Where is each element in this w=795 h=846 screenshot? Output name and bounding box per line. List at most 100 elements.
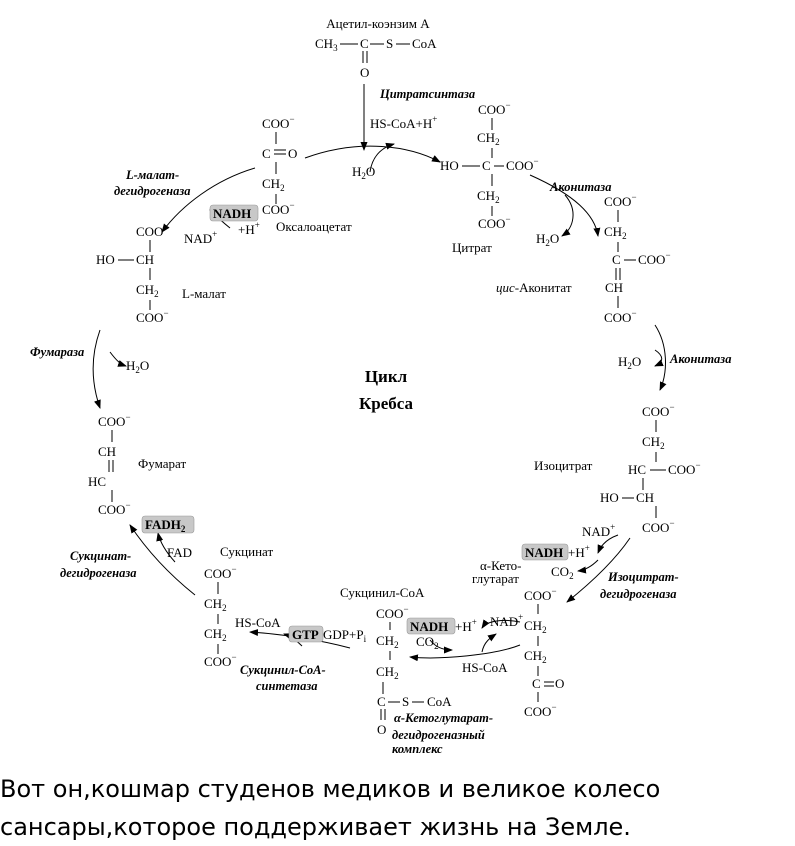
compound-citrate: COO− CH2 HO C COO− CH2 COO− Цитрат [440,100,539,255]
acetyl-o: O [360,65,369,80]
ketoglutarate-coo-top: COO− [524,586,557,603]
succinate-coo-top: COO− [204,564,237,581]
arc-hscoa-in [481,633,497,653]
compound-oxaloacetate: COO− C O CH2 COO− Оксалоацетат [262,114,352,234]
succinate-coo-bottom: COO− [204,652,237,669]
aconitate-label: цис-Аконитат [496,280,572,295]
cofactor-h2o-citrate: H2O [352,164,375,181]
cofactor-nad-malate: NAD+ [184,229,217,246]
enzyme-fumarase: Фумараза [30,345,84,359]
cycle-title-line-1: Цикл [365,367,408,386]
succinylcoa-ch2-2: CH2 [376,664,399,681]
succinylcoa-coa: CoA [427,694,452,709]
citrate-ch2-bottom: CH2 [477,188,500,205]
cofactor-h2o-aconitase-1: H2O [536,231,559,248]
arc-aconitase-h2o-in [654,349,664,367]
compound-succinyl-coa: Сукцинил-CoA COO− CH2 CH2 C S CoA O [340,585,452,737]
arrow-succinate-to-fumarate [129,524,196,596]
cofactor-nad-ketoglutarate: NAD+ [490,612,523,629]
succinylcoa-coo: COO− [376,604,409,621]
cofactor-h2o-fumarase: H2O [126,358,149,375]
fumarate-hc: HC [88,474,106,489]
arc-hscoa-out [369,142,395,173]
succinylcoa-o: O [377,722,386,737]
acetyl-s: S [386,36,393,51]
krebs-cycle-diagram: Цикл Кребса Ацетил-коэнзим А CH3 C S CoA… [30,16,731,756]
arrow-isocitrate-to-ketoglutarate [566,537,631,603]
caption-line-2: сансары,которое поддерживает жизнь на Зе… [0,813,631,841]
arc-nadh-isocitrate [597,534,619,554]
arc-fumarase-h2o [109,351,127,367]
arc-nadh-ketoglutarate [481,619,521,629]
succinylcoa-label: Сукцинил-CoA [340,585,425,600]
succinate-ch2-1: CH2 [204,596,227,613]
cofactor-hscoa-h: HS-CoA+H+ [370,114,437,131]
arrow-oxaloacetate-to-malate [161,167,256,233]
enzyme-akg-dh-1: α-Кетоглутарат- [394,711,493,725]
ketoglutarate-c: C [532,676,541,691]
acetyl-coa-label: Ацетил-коэнзим А [326,16,430,31]
ketoglutarate-label-2: глутарат [472,571,519,586]
aconitate-c: C [612,252,621,267]
isocitrate-ho: HO [600,490,619,505]
citrate-coo-bottom: COO− [478,214,511,231]
oxaloacetate-coo-bottom: COO− [262,200,295,217]
caption-line-1: Вот он,кошмар студенов медиков и великое… [0,775,661,803]
arrow-oxaloacetate-to-citrate [304,145,441,163]
ketoglutarate-coo-bottom: COO− [524,702,557,719]
arrow-citrate-to-aconitate [529,174,601,237]
cofactor-hscoa-succinyl: HS-CoA [235,615,281,630]
malate-label: L-малат [182,286,226,301]
compound-acetyl-coa: Ацетил-коэнзим А CH3 C S CoA O [315,16,437,80]
isocitrate-coo-mid: COO− [668,460,701,477]
cofactor-h-ketoglutarate: +H+ [455,617,477,634]
cofactor-co2-isocitrate: CO2 [551,564,574,581]
enzyme-isocitrate-dh-1: Изоцитрат- [607,570,679,584]
malate-ho: HO [96,252,115,267]
aconitate-coo-mid: COO− [638,250,671,267]
citrate-ch2-top: CH2 [477,130,500,147]
gtp-highlight [288,625,324,643]
cycle-title-line-2: Кребса [359,394,414,413]
ketoglutarate-o: O [555,676,564,691]
nadh-malate-highlight [209,204,259,222]
ketoglutarate-label-1: α-Кето- [480,558,521,573]
cofactor-h-malate: +H+ [238,220,260,237]
aconitate-name: Аконитат [519,280,572,295]
aconitate-coo-top: COO− [604,192,637,209]
cofactor-co2-ketoglutarate: CO2 [416,634,439,651]
oxaloacetate-c: C [262,146,271,161]
nadh-ketoglutarate-highlight [406,617,456,635]
cofactor-nadh-malate: NADH [213,206,251,221]
oxaloacetate-o: O [288,146,297,161]
cofactor-hscoa-ketoglutarate: HS-CoA [462,660,508,675]
isocitrate-coo-top: COO− [642,402,675,419]
aconitate-coo-bottom: COO− [604,308,637,325]
oxaloacetate-ch2: CH2 [262,176,285,193]
cofactor-h2o-aconitase-2: H2O [618,354,641,371]
cofactor-nad-isocitrate: NAD+ [582,522,615,539]
cofactor-gtp: GTP [292,627,319,642]
isocitrate-hc: HC [628,462,646,477]
acetyl-c: C [360,36,369,51]
isocitrate-ch: CH [636,490,654,505]
fadh2-highlight [141,515,195,534]
compound-succinate: Сукцинат COO− CH2 CH2 COO− [204,544,273,669]
enzyme-isocitrate-dh-2: дегидрогеназа [600,587,677,601]
arc-aconitase-h2o-out [561,194,574,237]
enzyme-succinyl-synthetase-1: Сукцинил-CoA- [240,663,326,677]
succinylcoa-s: S [402,694,409,709]
citrate-c: C [482,158,491,173]
compound-fumarate: COO− CH HC COO− Фумарат [88,412,186,517]
cycle-arrows [92,84,667,662]
enzyme-citrate-synthase: Цитратсинтаза [379,87,475,101]
enzyme-malate-dh-1: L-малат- [125,168,179,182]
oxaloacetate-coo-top: COO− [262,114,295,131]
enzyme-aconitase-1: Аконитаза [549,180,611,194]
aconitate-ch: CH [605,280,623,295]
isocitrate-coo-bottom: COO− [642,518,675,535]
compound-l-malate: COO− HO CH CH2 COO− L-малат [96,222,226,325]
succinate-ch2-2: CH2 [204,626,227,643]
enzyme-akg-dh-3: комплекс [392,742,443,756]
citrate-coo-top: COO− [478,100,511,117]
